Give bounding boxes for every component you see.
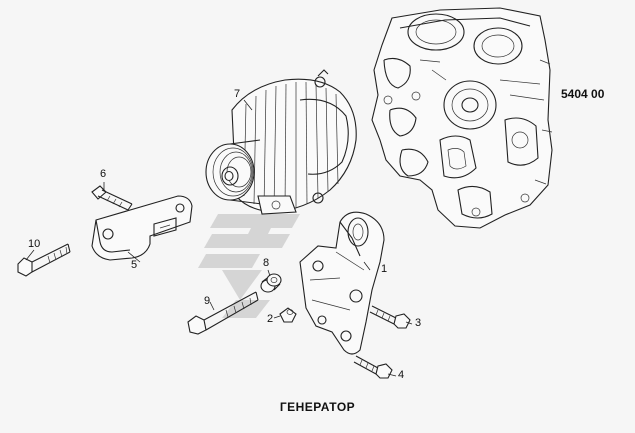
bracket-1 — [299, 211, 385, 355]
callout-1: 1 — [381, 263, 388, 275]
callout-4: 4 — [398, 369, 405, 381]
callout-9: 9 — [204, 295, 211, 307]
callout-2: 2 — [267, 313, 274, 325]
callout-7: 7 — [234, 88, 241, 100]
engine-block — [371, 7, 553, 229]
bolt-10 — [17, 243, 71, 277]
bolt-9 — [187, 291, 259, 335]
bushing-8 — [260, 273, 282, 293]
bolt-6 — [91, 185, 133, 211]
callout-8: 8 — [263, 257, 270, 269]
bolt-3 — [369, 305, 411, 329]
leader-lines — [25, 99, 413, 377]
callout-10: 10 — [28, 238, 41, 250]
diagram-caption: ГЕНЕРАТОР — [279, 400, 356, 414]
bolt-4 — [353, 355, 393, 379]
callout-5: 5 — [131, 259, 138, 271]
drawing-code: 5404 00 — [561, 87, 605, 101]
bushing-2 — [279, 307, 297, 323]
watermark-logo — [198, 214, 300, 318]
alternator — [205, 69, 357, 215]
bracket-5 — [91, 195, 193, 261]
callout-6: 6 — [100, 168, 107, 180]
callout-3: 3 — [415, 317, 422, 329]
